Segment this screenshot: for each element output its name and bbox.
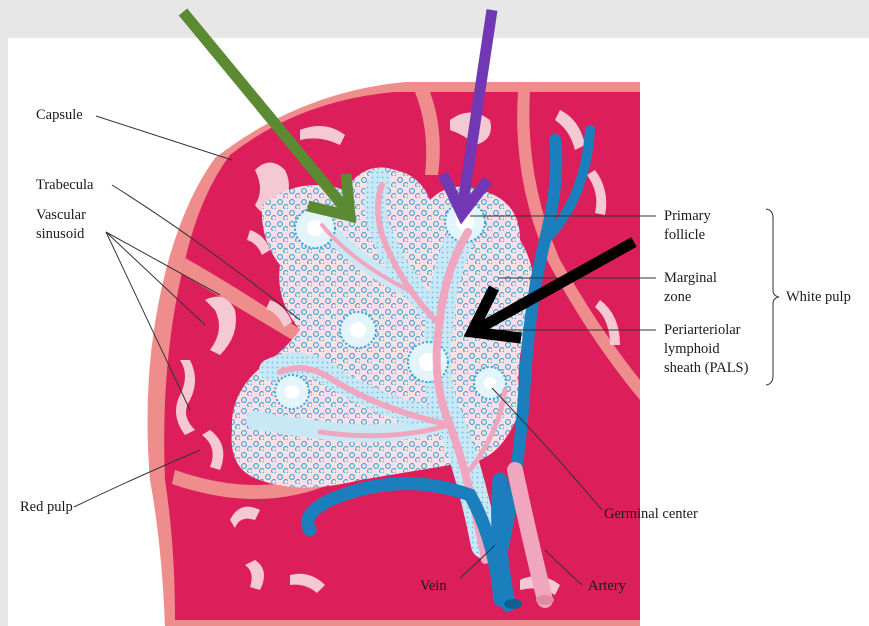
marginal-zone-label-line2: zone bbox=[664, 288, 691, 307]
primary-follicle-label-line1: Primary bbox=[664, 207, 711, 226]
primary-follicle-label-line2: follicle bbox=[664, 226, 705, 245]
germinal-center-label: Germinal center bbox=[604, 505, 698, 524]
capsule-label: Capsule bbox=[36, 106, 83, 125]
vein-label: Vein bbox=[420, 577, 447, 596]
marginal-zone-label-line1: Marginal bbox=[664, 269, 717, 288]
vascular-sinusoid-label-line1: Vascular bbox=[36, 206, 86, 225]
white-pulp-label: White pulp bbox=[786, 288, 851, 307]
trabecula-label: Trabecula bbox=[36, 176, 93, 195]
pals-label-line2: lymphoid bbox=[664, 340, 720, 359]
artery-label: Artery bbox=[588, 577, 626, 596]
pals-label-line3: sheath (PALS) bbox=[664, 359, 748, 378]
red-pulp-label: Red pulp bbox=[20, 498, 73, 517]
pals-label-line1: Periarteriolar bbox=[664, 321, 741, 340]
white-pulp-bracket bbox=[766, 209, 779, 385]
vascular-sinusoid-label-line2: sinusoid bbox=[36, 225, 84, 244]
